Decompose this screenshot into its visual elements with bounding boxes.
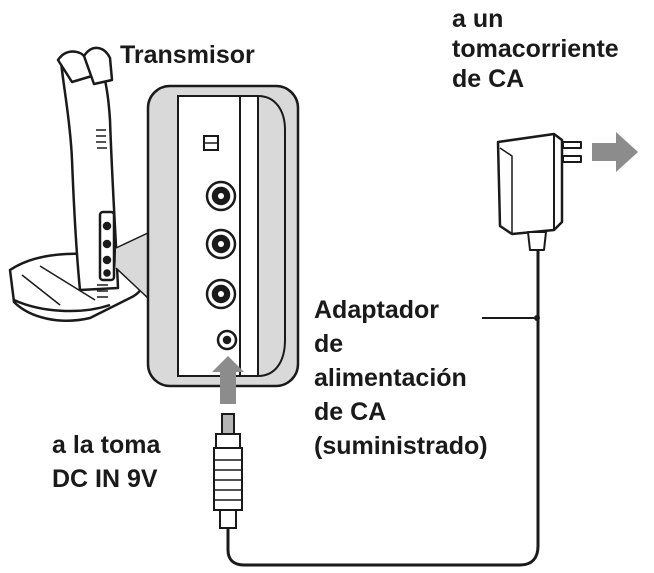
transmitter-label: Transmisor [120, 41, 255, 69]
jack-panel-icon [146, 84, 300, 388]
adapter-leader-dot [534, 315, 540, 321]
ac-adapter-icon [496, 132, 582, 251]
transmitter-stand-icon [8, 46, 146, 322]
adapter-label: Adaptador de alimentación de CA (suminis… [314, 293, 488, 463]
outlet-label-line-2: tomacorriente [452, 35, 619, 63]
adapter-label-line-3: alimentación [314, 364, 467, 392]
dc-jack-label-line-2: DC IN 9V [52, 465, 158, 493]
dc-plug-icon [213, 413, 243, 529]
outlet-arrow-icon [592, 132, 638, 172]
outlet-label-line-1: a un [452, 5, 504, 33]
adapter-label-line-1: Adaptador [314, 296, 439, 324]
outlet-label-line-3: de CA [452, 65, 525, 93]
dc-jack-label-line-1: a la toma [52, 431, 161, 459]
adapter-label-line-2: de [314, 330, 344, 358]
outlet-label: a un tomacorriente de CA [452, 4, 619, 94]
callout-wedge [116, 232, 150, 300]
callout-lines [115, 231, 151, 301]
dc-jack-label: a la toma DC IN 9V [52, 428, 160, 496]
power-cord [226, 250, 540, 567]
insert-arrow-icon [212, 356, 244, 404]
adapter-label-line-4: de CA [314, 398, 387, 426]
adapter-label-line-5: (suministrado) [314, 432, 488, 460]
